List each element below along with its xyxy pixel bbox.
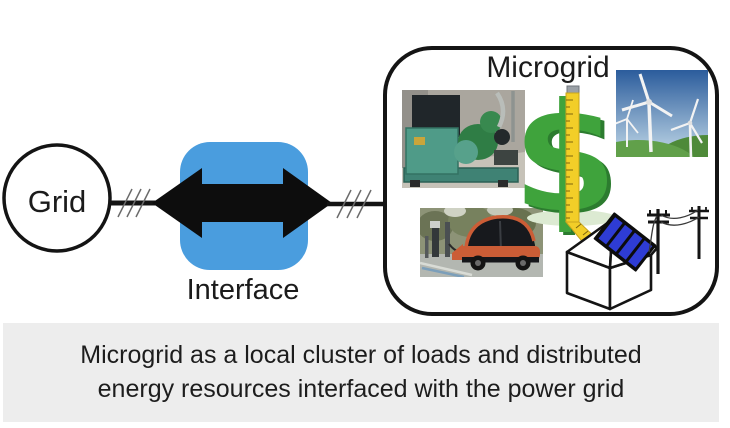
interface-label: Interface: [187, 274, 300, 306]
utility-poles-icon: [647, 206, 709, 274]
wind-turbine-icons: [616, 73, 703, 157]
caption-line-2: energy resources interfaced with the pow…: [97, 375, 625, 403]
dollar-glyph: $: [513, 72, 617, 246]
bidirectional-arrow: [152, 168, 332, 238]
dollar-cost-icon: $ $: [513, 72, 621, 249]
solar-panel-icon: [593, 212, 657, 272]
electric-car-charging-photo: [420, 208, 543, 277]
microgrid-label: Microgrid: [486, 51, 609, 84]
measuring-tape-icon: [564, 85, 602, 253]
grid-node-circle: [2, 143, 112, 253]
grid-label: Grid: [28, 184, 87, 219]
caption-bar: Microgrid as a local cluster of loads an…: [3, 323, 719, 422]
left-hatch-marks: [117, 188, 151, 218]
wind-turbines-photo: [616, 70, 708, 157]
caption-line-1: Microgrid as a local cluster of loads an…: [80, 341, 642, 369]
right-hatch-marks: [336, 189, 372, 219]
tape-tick-marks: [566, 99, 573, 219]
diesel-generator-photo: [402, 90, 525, 188]
power-wires: [648, 209, 700, 253]
